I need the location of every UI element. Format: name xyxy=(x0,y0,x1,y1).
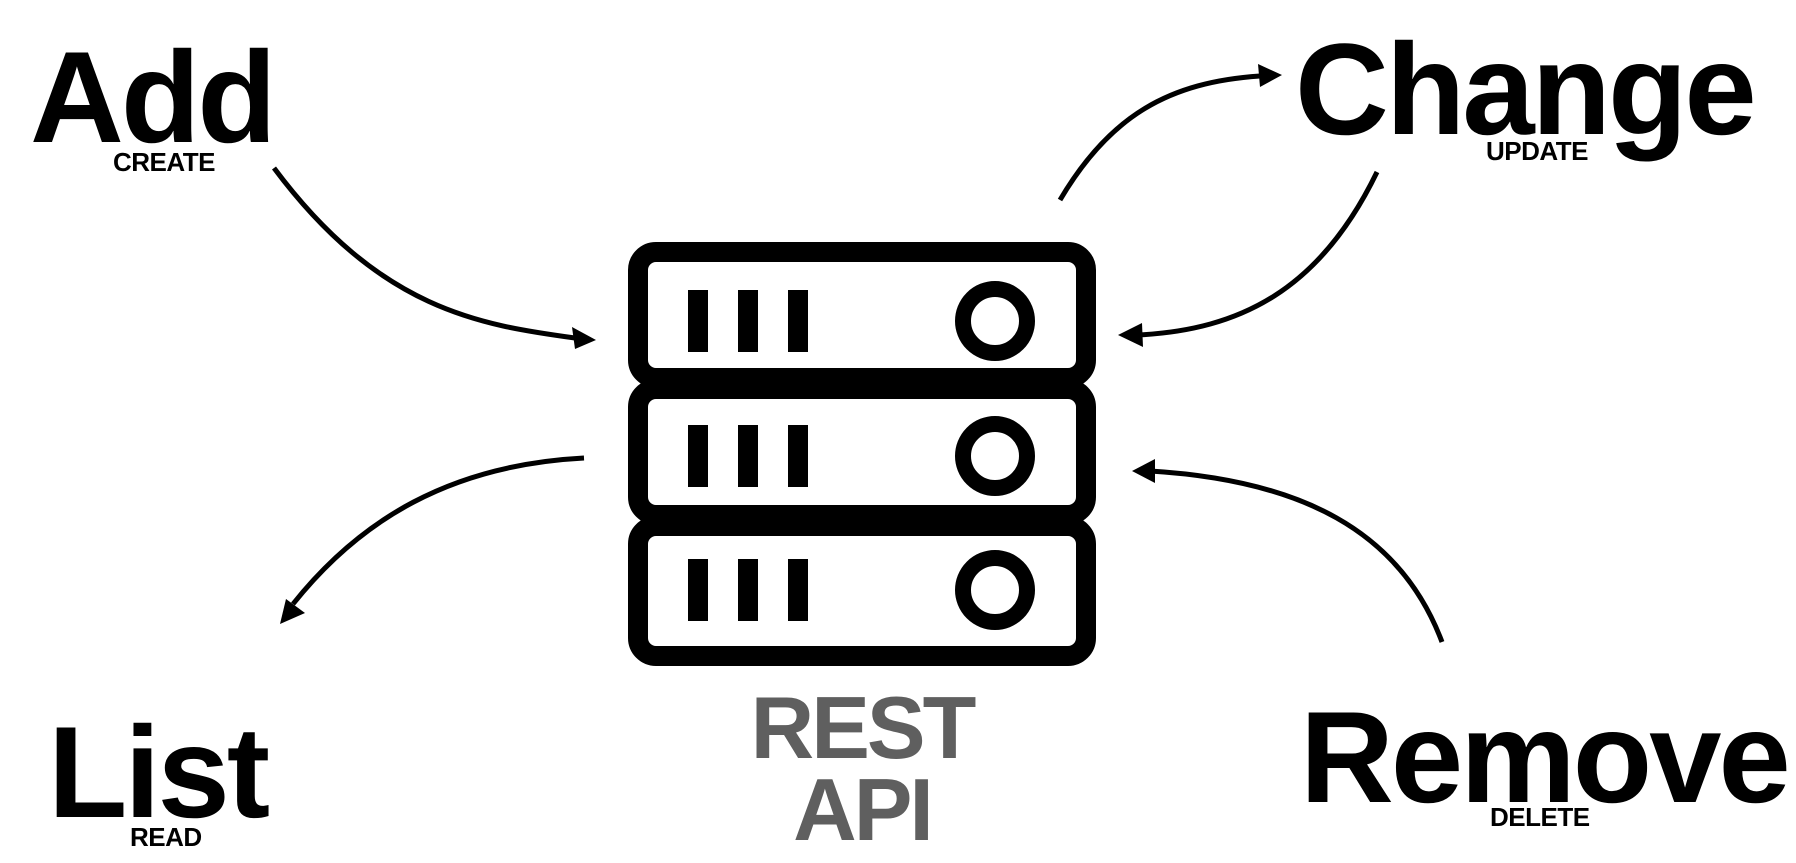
arrowhead-icon xyxy=(1118,323,1143,347)
arrowhead-icon xyxy=(1132,459,1155,483)
api-title-line-2: API xyxy=(793,760,931,859)
operation-update-label: Change xyxy=(1295,16,1754,162)
drive-slot xyxy=(738,425,758,487)
arrow-server-to-update xyxy=(1057,73,1261,202)
drive-slot xyxy=(688,425,708,487)
operation-delete-label: Remove xyxy=(1300,684,1788,830)
drive-slot xyxy=(788,559,808,621)
server-rack-icon xyxy=(628,242,1096,666)
server-unit-2 xyxy=(628,379,1096,525)
power-button-icon xyxy=(955,416,1035,496)
arrow-update-to-server xyxy=(1137,170,1380,338)
arrowhead-icon xyxy=(1258,64,1282,87)
drive-slot xyxy=(788,425,808,487)
server-unit-3 xyxy=(628,516,1096,666)
arrowhead-icon xyxy=(280,599,305,624)
operation-delete-sublabel: DELETE xyxy=(1490,802,1590,832)
operation-read-label: List xyxy=(48,699,269,845)
operation-create-label: Add xyxy=(30,24,274,170)
power-button-icon xyxy=(955,281,1035,361)
operation-update-sublabel: UPDATE xyxy=(1486,136,1588,166)
arrow-server-to-read xyxy=(291,455,585,606)
drive-slot xyxy=(738,559,758,621)
operation-read-sublabel: READ xyxy=(130,822,202,852)
drive-slot xyxy=(688,290,708,352)
arrow-create-to-server xyxy=(271,166,576,341)
arrow-delete-to-server xyxy=(1149,468,1445,643)
power-button-icon xyxy=(955,550,1035,630)
operation-create-sublabel: CREATE xyxy=(113,147,215,177)
server-unit-1 xyxy=(628,242,1096,388)
drive-slot xyxy=(738,290,758,352)
drive-slot xyxy=(788,290,808,352)
drive-slot xyxy=(688,559,708,621)
api-title-line-1: REST xyxy=(751,678,976,777)
arrowhead-icon xyxy=(572,327,596,349)
